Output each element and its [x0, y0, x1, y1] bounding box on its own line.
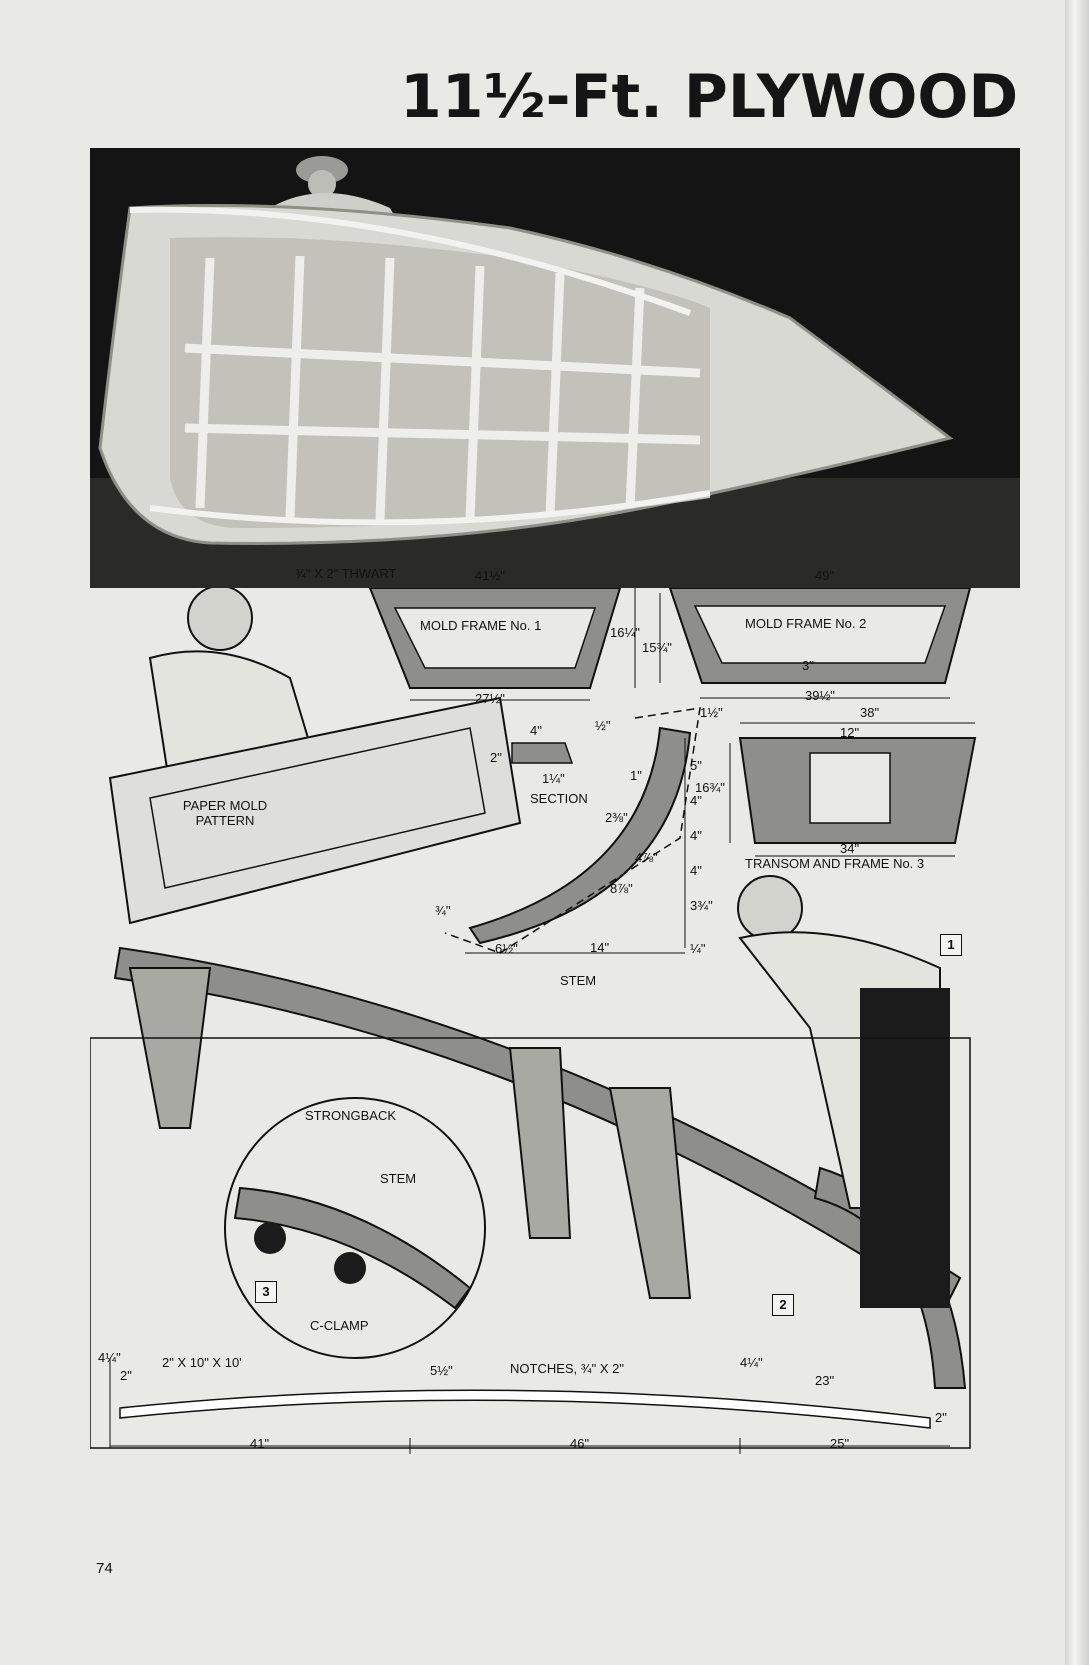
- dim-stem-v14: ¼": [690, 941, 706, 956]
- dim-stem-34: ¾": [435, 903, 451, 918]
- strongback-plan: [109, 1358, 950, 1454]
- mold-frame-1-label: MOLD FRAME No. 1: [420, 618, 542, 633]
- dim-sb-512: 5½": [430, 1363, 453, 1378]
- dim-stem-v5: 5": [690, 758, 702, 773]
- dim-sec-w: 4": [530, 723, 542, 738]
- page-title: 11½-Ft. PLYWOOD: [400, 62, 1019, 132]
- dim-sb-25: 25": [830, 1436, 850, 1451]
- dim-stem-1: 1": [630, 768, 642, 783]
- dim-stem-v4c: 4": [690, 863, 702, 878]
- dim-stem-612: 6½": [495, 941, 518, 956]
- dim-t-bottom: 34": [840, 841, 860, 856]
- dim-sb-23: 23": [815, 1373, 835, 1388]
- dim-stem-878: 8⅞": [610, 881, 633, 896]
- dim-sb-2b: 2": [935, 1410, 947, 1425]
- dim-m1-top: 41½": [475, 568, 505, 583]
- stem-label: STEM: [560, 973, 597, 988]
- strongback-label: STRONGBACK: [305, 1108, 397, 1123]
- dim-stem-238: 2⅜": [605, 810, 628, 825]
- dim-sb-2a: 2": [120, 1368, 132, 1383]
- page-number: 74: [96, 1560, 113, 1577]
- mold-frame-2-drawing: [668, 588, 972, 684]
- dim-t-offset: 1½": [700, 705, 723, 720]
- dim-m2-bottom: 39½": [805, 688, 835, 703]
- strongback-assembly: [113, 946, 967, 1389]
- page-edge: [1065, 0, 1089, 1665]
- dim-stem-14: 14": [590, 940, 610, 955]
- dim-stem-v4a: 4": [690, 793, 702, 808]
- dim-sec-h: 2": [490, 750, 502, 765]
- inset-detail-circle: [224, 1097, 486, 1359]
- dim-sb-46: 46": [570, 1436, 590, 1451]
- dim-t-center: 12": [840, 725, 860, 740]
- figure-3-badge: 3: [255, 1281, 277, 1303]
- dim-sec-b: 1¼": [542, 771, 565, 786]
- paper-mold-label: PAPER MOLD PATTERN: [182, 798, 268, 828]
- figure-2-badge: 2: [772, 1294, 794, 1316]
- dim-t-height: 16¾": [695, 780, 725, 795]
- transom-drawing: [738, 737, 977, 844]
- dim-stem-v334: 3¾": [690, 898, 713, 913]
- dim-t-top: 38": [860, 705, 880, 720]
- mold-frame-1-drawing: [368, 588, 622, 689]
- mold-frame-2-label: MOLD FRAME No. 2: [745, 616, 867, 631]
- section-label: SECTION: [530, 791, 588, 806]
- figure-1-badge: 1: [940, 934, 962, 956]
- dim-m1-bottom: 27½": [475, 691, 505, 706]
- thwart-label: ¾" X 2" THWART: [295, 566, 397, 581]
- dim-m2-center: 3": [802, 658, 814, 673]
- dim-sb-414b: 4¼": [740, 1355, 763, 1370]
- hull-photograph: [90, 148, 1020, 588]
- c-clamp-label: C-CLAMP: [310, 1318, 369, 1333]
- man-at-table: [108, 588, 522, 925]
- dim-sec-r: ½": [595, 718, 611, 733]
- notches-label: NOTCHES, ¾" X 2": [510, 1361, 624, 1376]
- stem-inset-label: STEM: [380, 1171, 417, 1186]
- dim-sb-41: 41": [250, 1436, 270, 1451]
- transom-label: TRANSOM AND FRAME No. 3: [745, 856, 925, 871]
- dim-m1-height: 16¼": [610, 625, 640, 640]
- timber-label: 2" X 10" X 10': [162, 1355, 242, 1370]
- dim-stem-v4b: 4": [690, 828, 702, 843]
- dim-sb-414a: 4¼": [98, 1350, 121, 1365]
- dim-stem-478: 4⅞": [635, 850, 658, 865]
- dim-m2-height: 15¾": [642, 640, 672, 655]
- dim-m2-top: 49": [815, 568, 835, 583]
- man-at-strongback: [737, 875, 950, 1308]
- construction-illustration: ¾" X 2" THWART MOLD FRAME No. 1 MOLD FRA…: [90, 566, 1030, 1538]
